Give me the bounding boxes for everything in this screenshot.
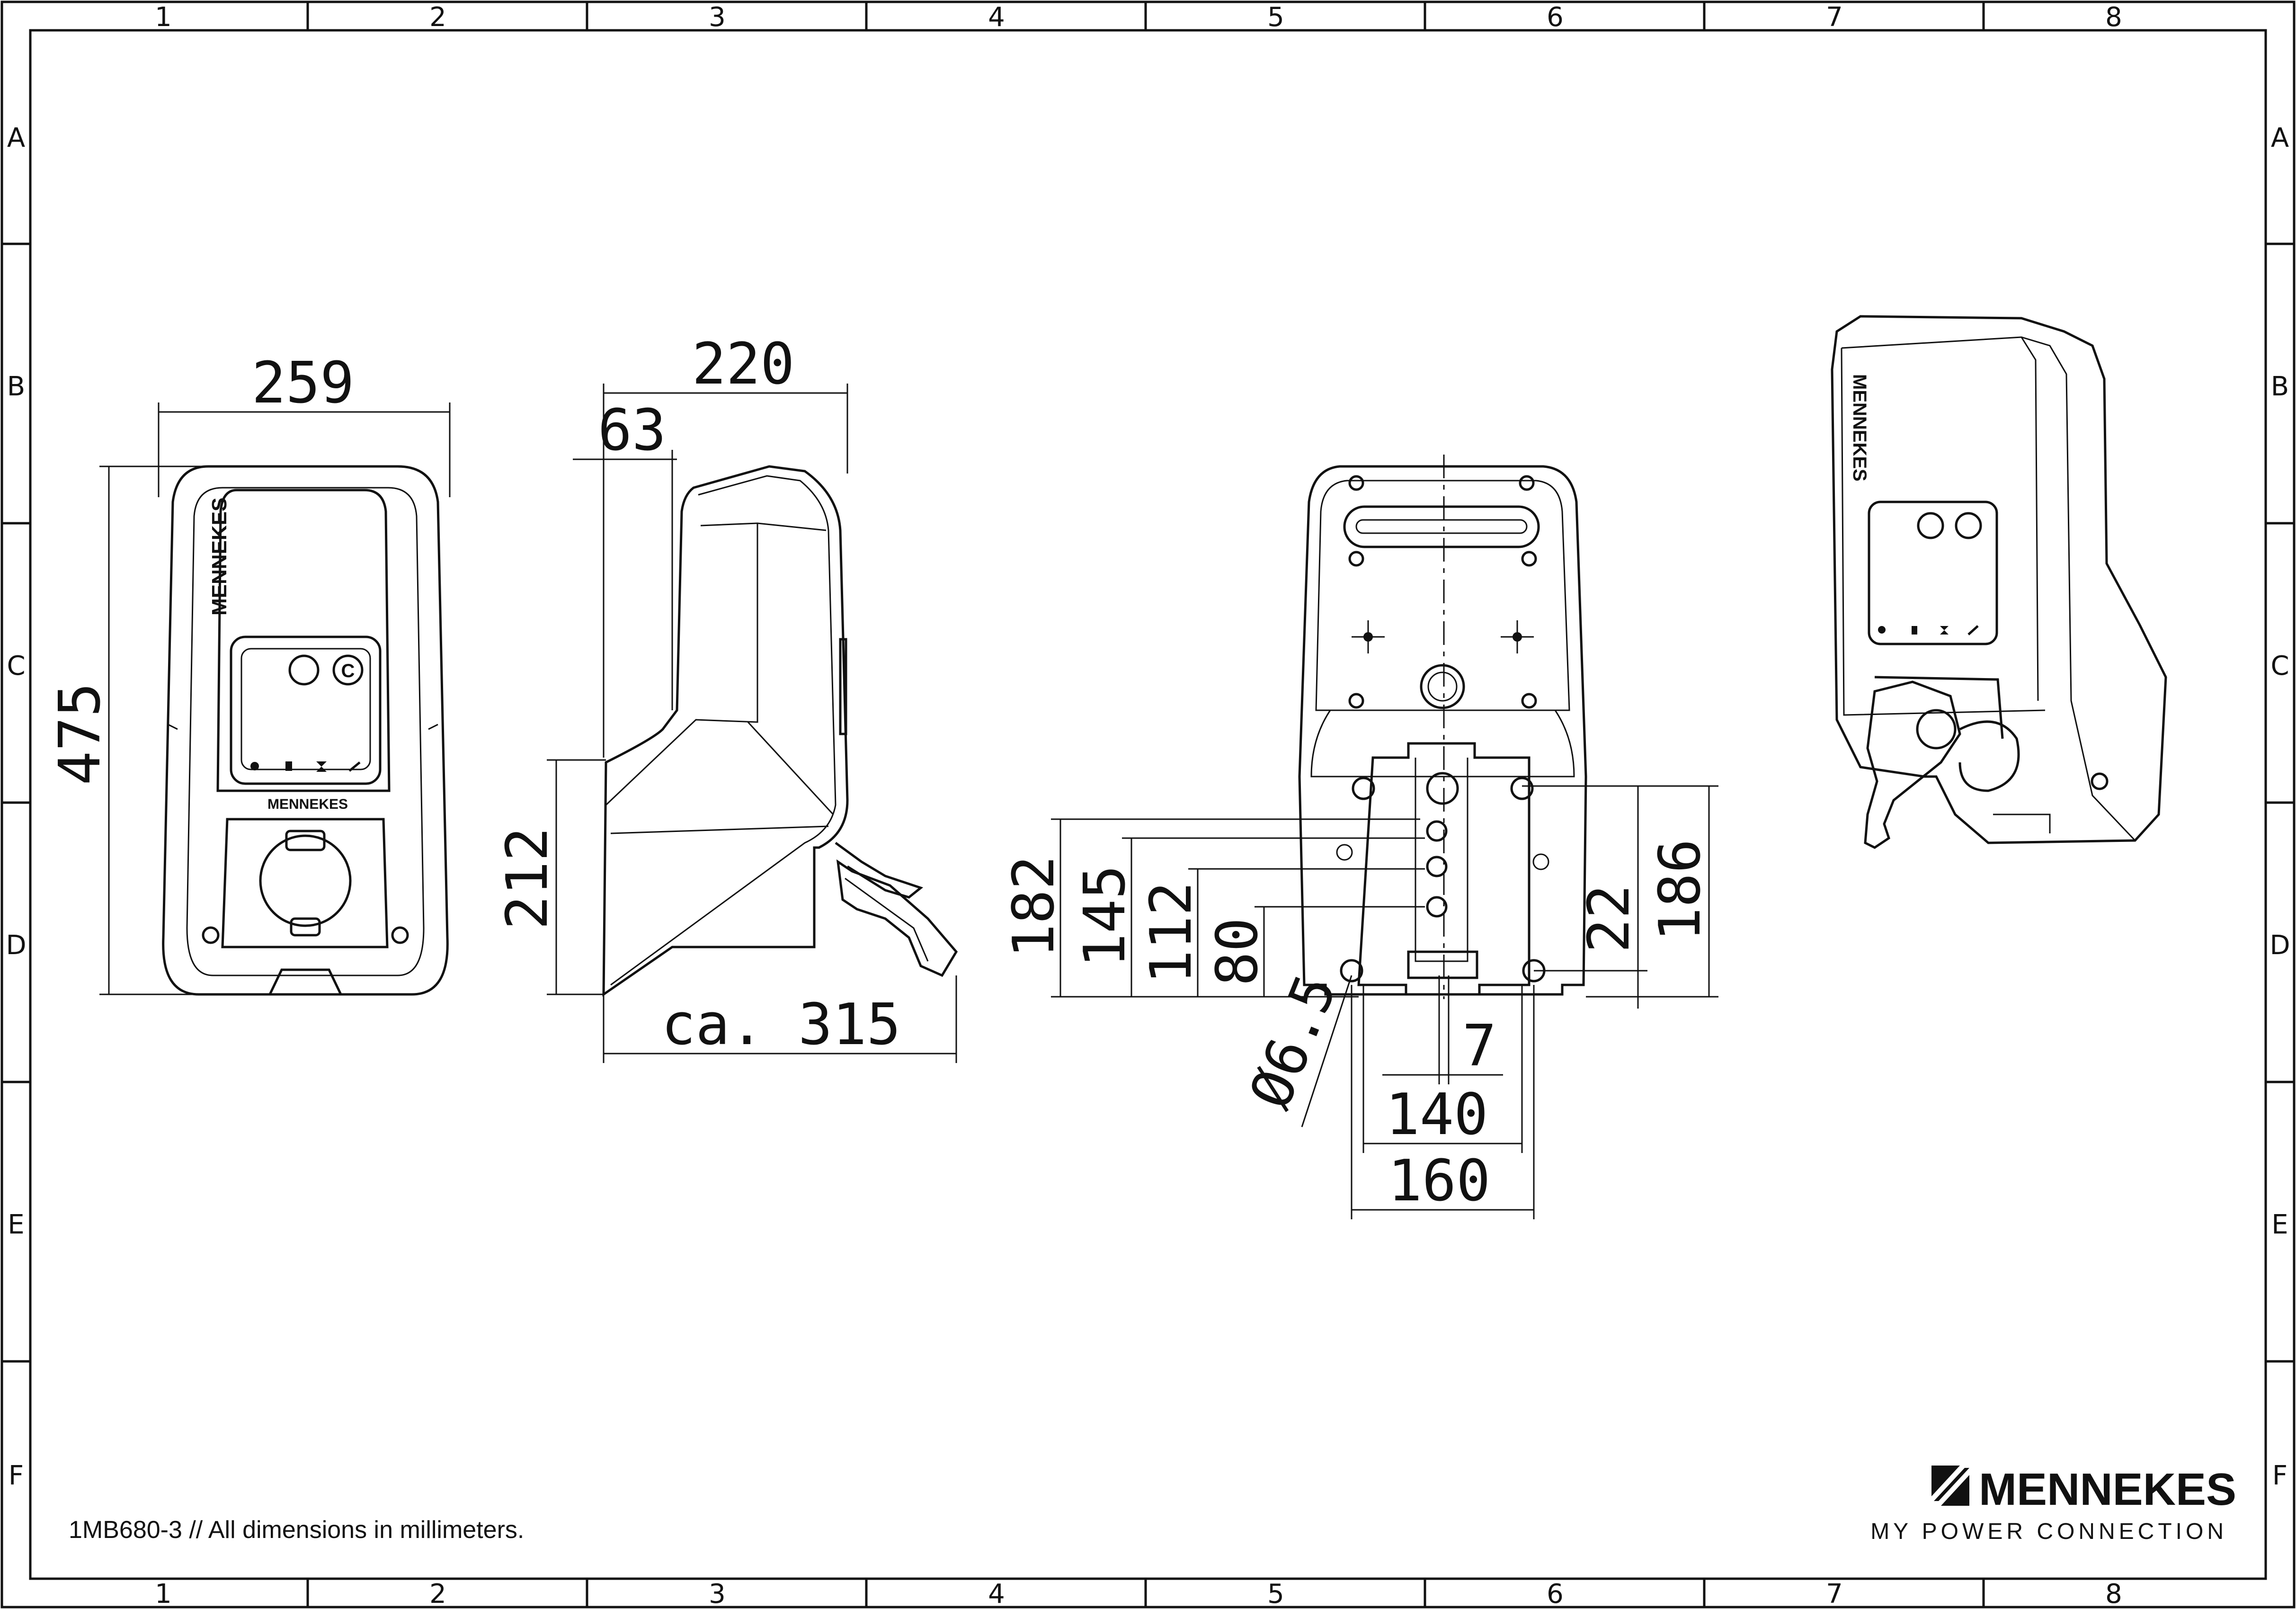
grid-col-5: 5 (1267, 2, 1284, 33)
dim-back-hole-dia: Ø6.5 (1237, 966, 1350, 1117)
plate-hole-icon (1426, 772, 1459, 805)
dim-back-80: 80 (1205, 918, 1271, 986)
c-badge-icon (1955, 512, 1982, 539)
dim-back-22: 22 (1576, 885, 1642, 953)
dim-back-186: 186 (1647, 839, 1713, 942)
front-view: MENNEKES C MENNEKES (162, 465, 449, 996)
grid-col-7: 7 (1826, 2, 1843, 33)
grid-col-8-bottom: 8 (2105, 1579, 2122, 1609)
plug-led-icon (348, 761, 361, 772)
back-view (1298, 455, 1587, 999)
dim-side-depth: 220 (692, 331, 795, 397)
mounting-hole-icon (1348, 693, 1364, 709)
dim-back-7: 7 (1462, 1013, 1496, 1079)
side-dimensions: 220 63 212 ca. 315 (495, 331, 957, 1063)
grid-row-f-right: F (2272, 1460, 2287, 1491)
plate-hole-icon (1426, 856, 1448, 877)
grid-row-f: F (9, 1460, 24, 1491)
dim-side-total-depth: ca. 315 (661, 992, 901, 1058)
grid-row-c: C (7, 651, 25, 681)
grid-columns-bottom: 1 2 3 4 5 6 7 8 (155, 1579, 2122, 1609)
screw-icon (1340, 959, 1363, 983)
back-dimensions: 182 145 112 80 Ø6.5 7 140 160 22 186 (1001, 785, 1718, 1219)
grid-col-4-bottom: 4 (988, 1579, 1005, 1609)
grid-row-a: A (7, 123, 25, 153)
grid-col-1-bottom: 1 (155, 1579, 172, 1609)
brand-name: MENNEKES (1979, 1464, 2236, 1515)
dim-front-width: 259 (252, 350, 355, 416)
dim-back-145: 145 (1072, 865, 1138, 968)
mounting-hole-icon (1521, 693, 1537, 709)
rfid-icon (288, 654, 320, 686)
grid-columns-top: 1 2 3 4 5 6 7 8 (155, 2, 2122, 33)
grid-col-2: 2 (429, 2, 446, 33)
dim-back-140: 140 (1386, 1082, 1488, 1148)
dim-back-112: 112 (1139, 882, 1204, 984)
mounting-hole-icon (1348, 475, 1364, 491)
lock-led-icon (285, 761, 292, 771)
grid-row-d: D (6, 930, 26, 961)
grid-col-3: 3 (709, 2, 726, 33)
mounting-hole-icon (1521, 551, 1537, 567)
c-badge-icon (332, 654, 364, 686)
dim-back-182: 182 (1001, 856, 1067, 958)
rfid-icon (1917, 512, 1944, 539)
grid-col-7-bottom: 7 (1826, 1579, 1843, 1609)
plug-icon (1916, 709, 1957, 750)
cable-entry-icon (1420, 664, 1465, 709)
brand-tagline: MY POWER CONNECTION (1870, 1519, 2227, 1544)
charging-socket-icon (259, 834, 352, 927)
grid-row-b: B (7, 371, 25, 402)
dim-side-lower-height: 212 (495, 827, 561, 930)
screw-icon (1510, 777, 1534, 800)
mennekes-logo-icon (1931, 1466, 1969, 1506)
screw-icon (391, 926, 409, 944)
front-logo-text: MENNEKES (208, 498, 231, 616)
grid-col-3-bottom: 3 (709, 1579, 726, 1609)
grid-row-b-right: B (2271, 371, 2289, 402)
side-view (602, 465, 958, 997)
dim-back-160: 160 (1388, 1148, 1491, 1214)
isometric-view: MENNEKES (1831, 315, 2167, 849)
svg-text:C: C (341, 661, 355, 681)
grid-rows-right: A B C D E F (2269, 123, 2290, 1491)
mounting-hole-icon (1348, 551, 1364, 567)
grid-row-d-right: D (2269, 930, 2290, 961)
grid-col-5-bottom: 5 (1267, 1579, 1284, 1609)
grid-col-1: 1 (155, 2, 172, 33)
plate-hole-icon (1426, 820, 1448, 842)
mennekes-logo: MENNEKES MY POWER CONNECTION (1870, 1464, 2236, 1544)
grid-col-6-bottom: 6 (1547, 1579, 1564, 1609)
dim-side-top-offset: 63 (598, 398, 667, 464)
status-led-icon (250, 762, 259, 770)
footer-note: 1MB680-3 // All dimensions in millimeter… (69, 1516, 524, 1544)
grid-row-e: E (8, 1209, 24, 1240)
grid-row-a-right: A (2271, 123, 2289, 153)
hourglass-led-icon (316, 761, 327, 772)
grid-row-c-right: C (2270, 651, 2289, 681)
grid-row-e-right: E (2271, 1209, 2288, 1240)
screw-icon (1352, 777, 1375, 800)
grid-col-4: 4 (988, 2, 1005, 33)
grid-col-6: 6 (1547, 2, 1564, 33)
front-dimensions: 259 475 (47, 350, 451, 995)
grid-rows-left: A B C D E F (6, 123, 26, 1491)
grid-col-2-bottom: 2 (429, 1579, 446, 1609)
iso-logo-text: MENNEKES (1849, 374, 1870, 482)
screw-icon (202, 926, 220, 944)
grid-col-8: 8 (2105, 2, 2122, 33)
front-logo-small: MENNEKES (267, 796, 348, 812)
mounting-hole-icon (1519, 475, 1535, 491)
plate-hole-icon (1426, 896, 1448, 918)
dim-front-height: 475 (47, 683, 113, 786)
